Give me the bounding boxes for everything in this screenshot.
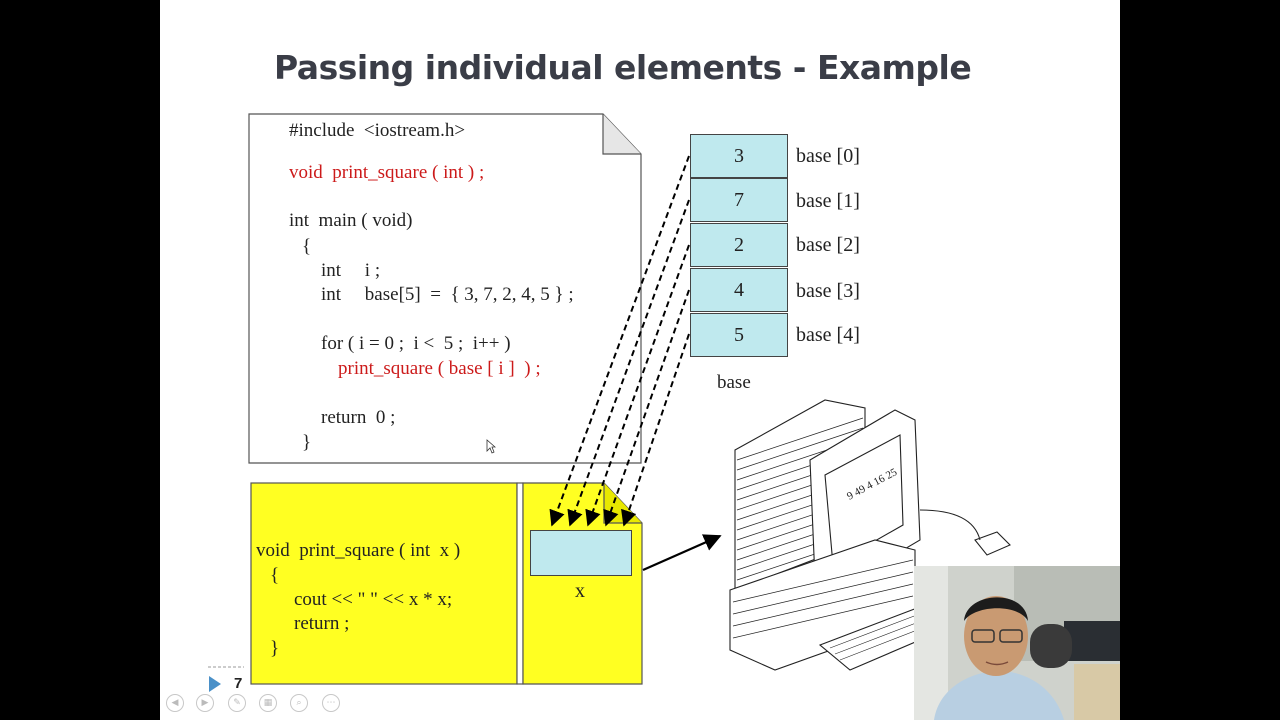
slide-number: 7 [234, 675, 243, 692]
func-cout-statement: cout << " " << x * x; [294, 589, 453, 610]
code-return-statement: return 0 ; [321, 407, 396, 428]
func-return-statement: return ; [294, 613, 350, 634]
code-prototype: void print_square ( int ) ; [289, 162, 485, 183]
array-index-label: base [1] [796, 190, 860, 212]
code-open-brace: { [302, 236, 312, 257]
prev-icon[interactable]: ◀ [166, 694, 184, 712]
array-index-label: base [4] [796, 324, 860, 346]
code-include: #include <iostream.h> [289, 120, 466, 141]
zoom-icon[interactable]: ⌕ [290, 694, 308, 712]
func-open-brace: { [270, 565, 280, 586]
func-close-brace: } [270, 638, 280, 659]
code-call-statement: print_square ( base [ i ] ) ; [338, 358, 541, 379]
array-cell: 3 [690, 134, 788, 178]
slide-title: Passing individual elements - Example [274, 48, 972, 87]
array-cell: 2 [690, 223, 788, 267]
pen-icon[interactable]: ✎ [228, 694, 246, 712]
code-decl-base: int base[5] = { 3, 7, 2, 4, 5 } ; [321, 284, 574, 305]
code-decl-i: int i ; [321, 260, 381, 281]
mouse-cursor-icon [486, 439, 496, 454]
slides-icon[interactable]: ▦ [259, 694, 277, 712]
code-page [248, 113, 642, 464]
slide-number-marker [208, 666, 244, 692]
code-main-signature: int main ( void) [289, 210, 413, 231]
array-name-label: base [717, 372, 751, 393]
array-cell: 7 [690, 178, 788, 222]
array-index-label: base [0] [796, 145, 860, 167]
array-index-label: base [2] [796, 234, 860, 256]
webcam-video [914, 566, 1120, 720]
array-index-label: base [3] [796, 280, 860, 302]
array-cell: 4 [690, 268, 788, 312]
next-icon[interactable]: ▶ [196, 694, 214, 712]
array-cell: 5 [690, 313, 788, 357]
code-for-statement: for ( i = 0 ; i < 5 ; i++ ) [321, 333, 511, 354]
more-icon[interactable]: ⋯ [322, 694, 340, 712]
func-signature: void print_square ( int x ) [256, 540, 461, 561]
presenter-image [914, 566, 1120, 720]
computer-illustration [729, 399, 1011, 671]
param-box [530, 530, 632, 576]
param-label: x [575, 580, 585, 602]
code-close-brace: } [302, 432, 312, 453]
